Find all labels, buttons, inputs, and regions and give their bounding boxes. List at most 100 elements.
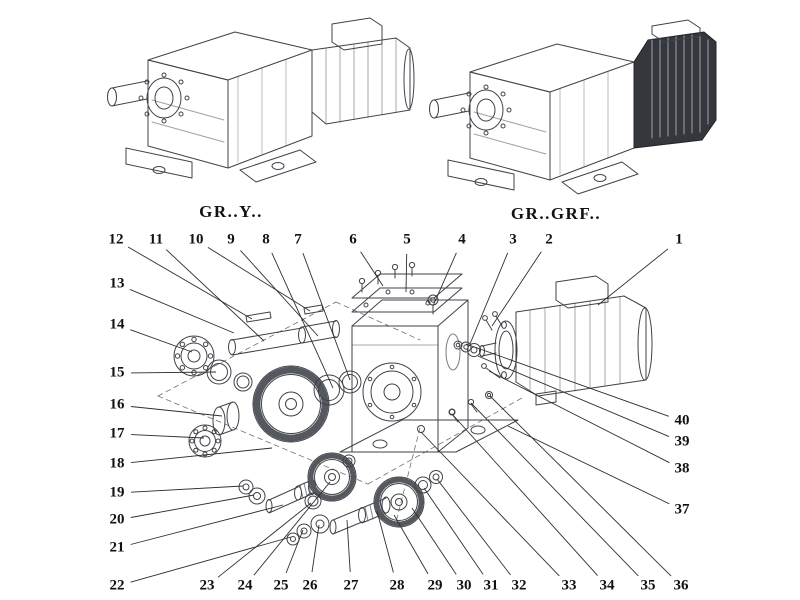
leader-line-19: [130, 485, 244, 493]
callout-3: 3: [509, 231, 517, 248]
callout-27: 27: [343, 577, 359, 594]
foot-fasteners-drawing: [448, 391, 493, 423]
bearing-small-drawing: [188, 424, 222, 458]
callout-12: 12: [108, 231, 124, 248]
retaining-ring-drawing: [206, 359, 253, 392]
leader-line-39: [477, 355, 670, 438]
callout-33: 33: [561, 577, 577, 594]
leader-line-25: [285, 529, 304, 574]
leader-line-23: [217, 502, 312, 578]
leader-line-18: [130, 447, 273, 464]
callout-39: 39: [674, 433, 690, 450]
leader-lines: [127, 246, 672, 583]
callout-26: 26: [302, 577, 318, 594]
leader-line-24: [253, 481, 331, 576]
variant-label-gr-y: GR..Y..: [199, 202, 263, 221]
callout-32: 32: [511, 577, 527, 594]
countershaft-1-drawing: [238, 452, 357, 514]
leader-line-31: [423, 487, 484, 575]
leader-line-6: [360, 251, 384, 287]
leader-line-20: [130, 494, 255, 518]
leader-line-10: [207, 247, 311, 312]
callout-38: 38: [674, 460, 690, 477]
exploded-view: [157, 261, 653, 546]
assembled-view-gr-y: [107, 17, 415, 183]
leader-line-16: [130, 406, 223, 417]
leader-line-2: [491, 251, 542, 327]
callout-8: 8: [262, 231, 270, 248]
leader-line-4: [432, 252, 457, 307]
leader-line-27: [346, 519, 351, 573]
leader-line-14: [130, 329, 193, 353]
construction-lines: [157, 301, 523, 523]
callout-15: 15: [109, 364, 125, 381]
leader-line-32: [436, 478, 511, 576]
leader-line-1: [597, 248, 669, 306]
output-shaft-drawing: [228, 304, 340, 356]
callout-35: 35: [640, 577, 656, 594]
callout-5: 5: [403, 231, 411, 248]
leader-line-5: [405, 253, 408, 293]
leader-line-3: [469, 252, 509, 345]
callout-19: 19: [109, 484, 125, 501]
callout-23: 23: [199, 577, 215, 594]
leader-line-9: [240, 250, 319, 337]
callout-34: 34: [599, 577, 615, 594]
output-gear-drawing: [252, 365, 330, 443]
callout-36: 36: [673, 577, 689, 594]
leader-line-38: [488, 370, 670, 464]
callout-2: 2: [545, 231, 553, 248]
leader-line-29: [393, 514, 429, 575]
leader-line-21: [130, 504, 284, 545]
callout-7: 7: [294, 231, 302, 248]
callout-28: 28: [389, 577, 405, 594]
callout-37: 37: [674, 501, 690, 518]
cover-bolts-drawing: [358, 261, 439, 315]
leader-line-11: [165, 249, 265, 342]
callout-13: 13: [109, 275, 125, 292]
motor-drawing: [453, 275, 653, 406]
callout-16: 16: [109, 396, 125, 413]
callout-9: 9: [227, 231, 235, 248]
callout-24: 24: [237, 577, 253, 594]
callout-22: 22: [109, 577, 125, 594]
leader-line-7: [302, 252, 351, 381]
leader-line-30: [411, 507, 457, 575]
callout-6: 6: [349, 231, 357, 248]
leader-line-8: [271, 252, 334, 389]
bushing-drawing: [212, 401, 240, 436]
callout-18: 18: [109, 455, 125, 472]
callout-40: 40: [674, 412, 690, 429]
callout-4: 4: [458, 231, 466, 248]
leader-line-37: [507, 425, 670, 505]
leader-line-28: [376, 510, 394, 573]
fin-block-drawing: [633, 19, 717, 149]
variant-label-gr-grf: GR..GRF..: [510, 204, 602, 223]
callout-21: 21: [109, 539, 125, 556]
callout-25: 25: [273, 577, 289, 594]
leader-line-22: [130, 536, 292, 583]
leader-line-36: [489, 395, 672, 577]
leader-line-40: [465, 343, 669, 417]
base-plate-drawing: [339, 419, 519, 453]
leader-line-35: [470, 402, 639, 577]
countershaft-2-drawing: [286, 470, 443, 546]
leader-line-26: [311, 524, 320, 573]
callout-20: 20: [109, 511, 125, 528]
callout-31: 31: [483, 577, 499, 594]
leader-line-12: [127, 246, 253, 320]
callout-17: 17: [109, 425, 125, 442]
leader-line-13: [129, 288, 235, 334]
leader-line-17: [130, 434, 205, 439]
assembled-view-gr-grf: [429, 19, 717, 195]
leader-line-34: [451, 413, 598, 576]
cover-plate-drawing: [351, 273, 463, 313]
leader-line-15: [130, 371, 217, 374]
callout-30: 30: [456, 577, 472, 594]
callout-29: 29: [427, 577, 443, 594]
leader-line-33: [420, 431, 560, 577]
callout-14: 14: [109, 316, 125, 333]
bearing-large-drawing: [173, 335, 215, 377]
